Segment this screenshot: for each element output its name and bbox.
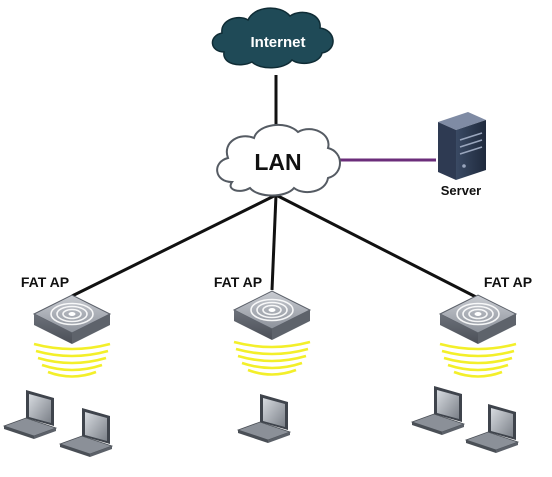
laptop-icon <box>237 393 291 444</box>
laptop-icon <box>3 389 57 440</box>
server-icon <box>438 112 486 180</box>
access-point-right-icon <box>439 294 517 345</box>
lan-label: LAN <box>254 149 301 175</box>
ap-left-label: FAT AP <box>21 274 69 290</box>
wireless-signal-left-icon <box>32 342 112 378</box>
server-label: Server <box>441 183 481 198</box>
lan-cloud-icon <box>216 123 341 197</box>
access-point-left-icon <box>33 294 111 345</box>
laptop-icon <box>465 403 519 454</box>
wireless-signal-right-icon <box>438 342 518 378</box>
access-point-middle-icon <box>233 290 311 341</box>
ap-middle-label: FAT AP <box>214 274 262 290</box>
laptop-icon <box>411 385 465 436</box>
internet-label: Internet <box>250 34 305 51</box>
link-lan-ap-left <box>71 193 277 298</box>
link-lan-ap-middle <box>270 194 278 291</box>
internet-cloud-icon <box>211 7 334 69</box>
ap-right-label: FAT AP <box>484 274 532 290</box>
wireless-signal-middle-icon <box>232 340 312 376</box>
link-lan-ap-right <box>275 193 479 300</box>
laptop-icon <box>59 407 113 458</box>
